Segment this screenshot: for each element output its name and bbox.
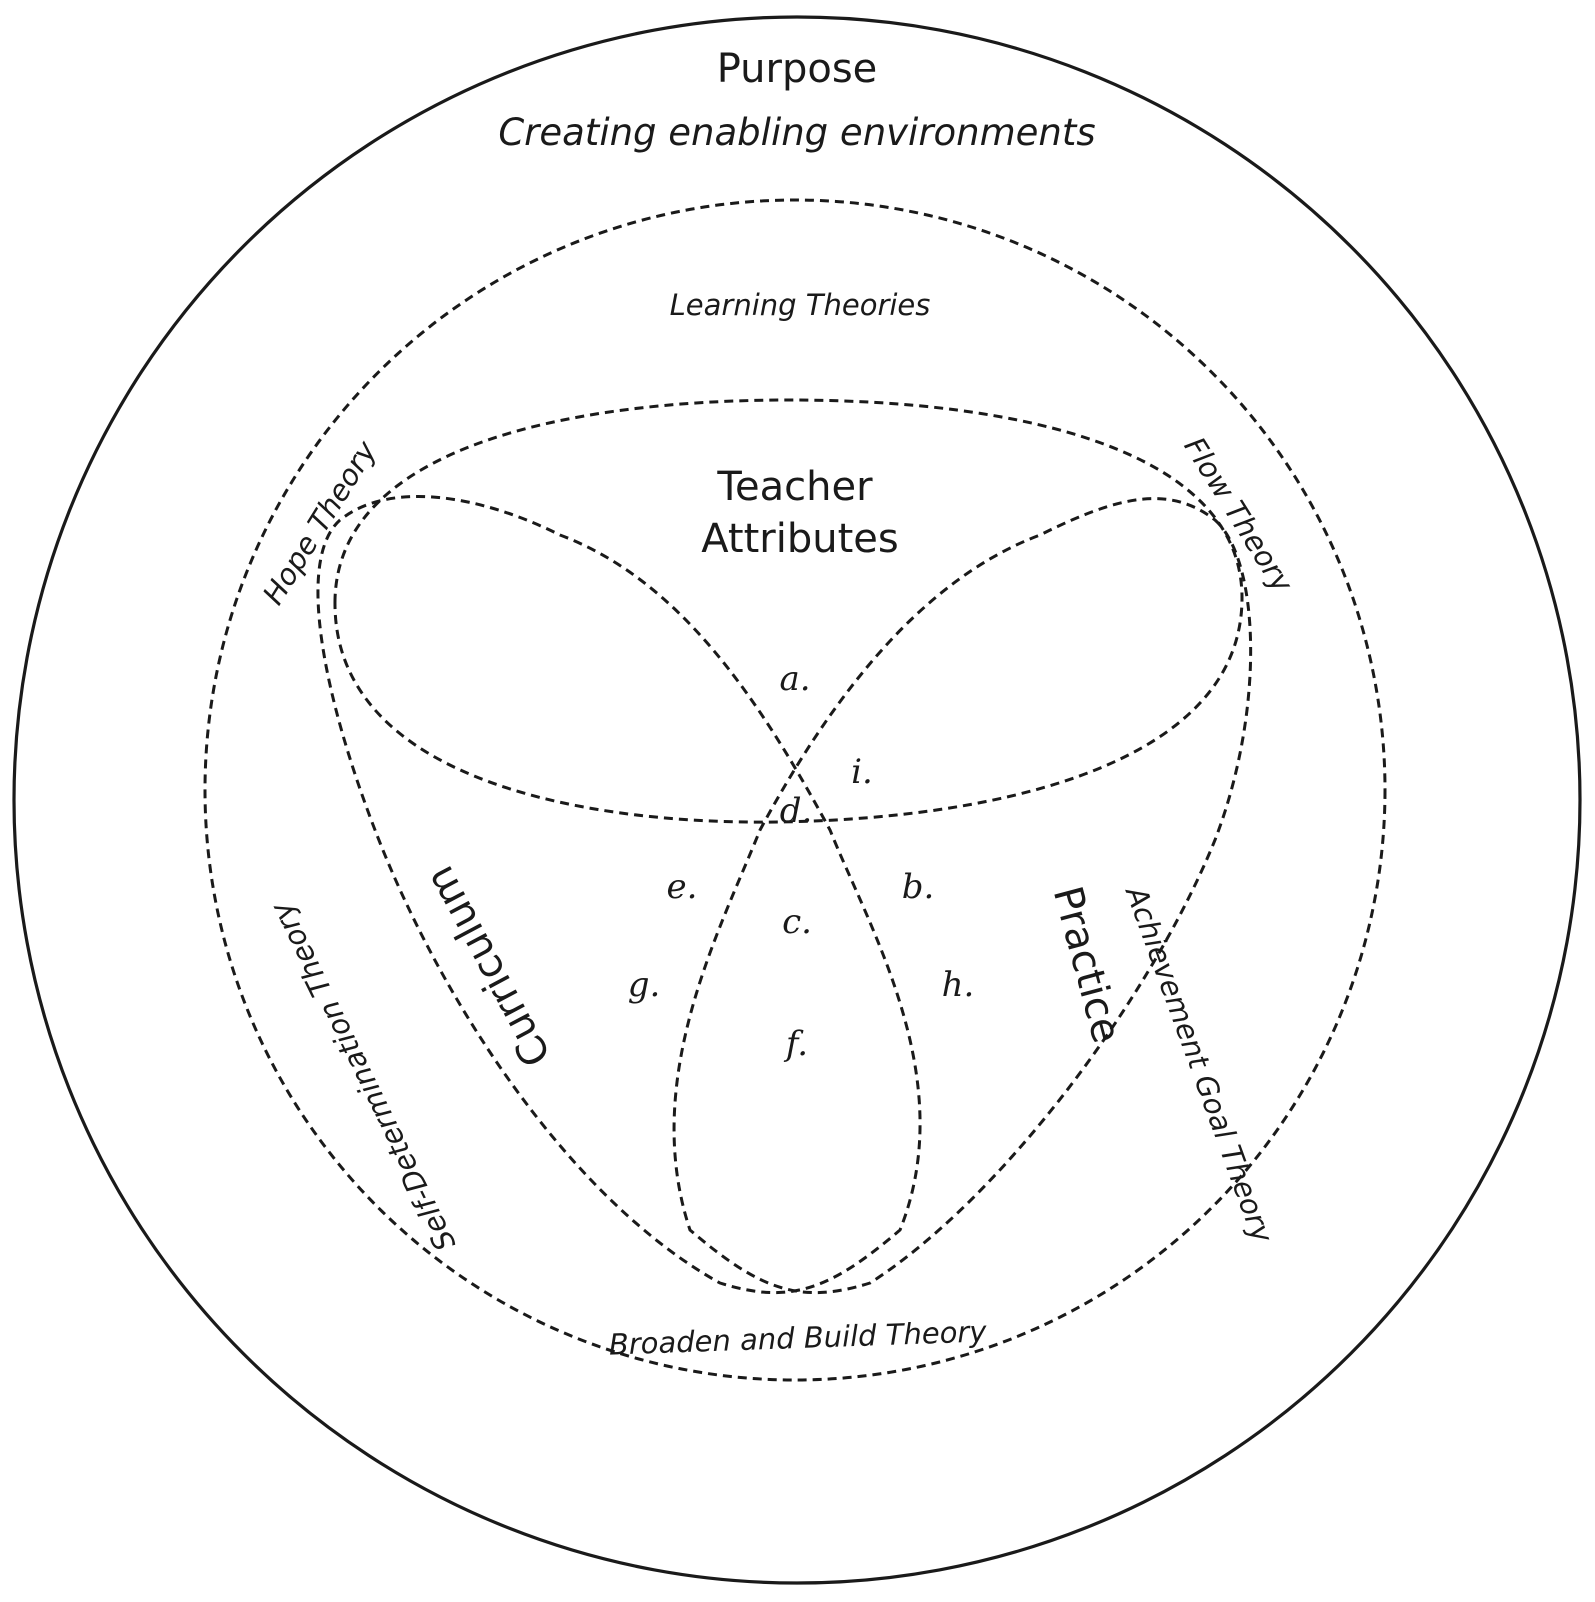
teacher-attributes-label-line1: Teacher <box>716 464 873 510</box>
region-letter-f: f. <box>783 1024 808 1064</box>
region-letter-h: h. <box>942 965 975 1005</box>
self-determination-theory-label: Self-Determination Theory <box>263 896 462 1257</box>
region-letter-a: a. <box>779 659 810 699</box>
region-letter-e: e. <box>667 867 698 907</box>
practice-loop <box>672 497 1253 1295</box>
region-letter-d: d. <box>780 791 813 831</box>
purpose-outer-circle <box>12 15 1582 1585</box>
region-letter-b: b. <box>902 867 935 907</box>
practice-label: Practice <box>1044 882 1130 1048</box>
curriculum-loop <box>316 495 922 1295</box>
teacher-attributes-label-line2: Attributes <box>701 516 898 562</box>
region-letter-i: i. <box>851 752 873 792</box>
broaden-build-theory-label: Broaden and Build Theory <box>608 1314 988 1361</box>
learning-theories-circle <box>203 198 1387 1382</box>
region-letter-c: c. <box>782 902 812 942</box>
region-letter-g: g. <box>628 965 661 1005</box>
purpose-subtitle: Creating enabling environments <box>498 111 1095 154</box>
learning-theories-label: Learning Theories <box>670 288 931 322</box>
purpose-title: Purpose <box>717 46 878 92</box>
hope-theory-label: Hope Theory <box>256 434 384 610</box>
achievement-goal-theory-label: Achievement Goal Theory <box>1118 880 1280 1248</box>
teacher-attributes-loop <box>333 398 1244 824</box>
